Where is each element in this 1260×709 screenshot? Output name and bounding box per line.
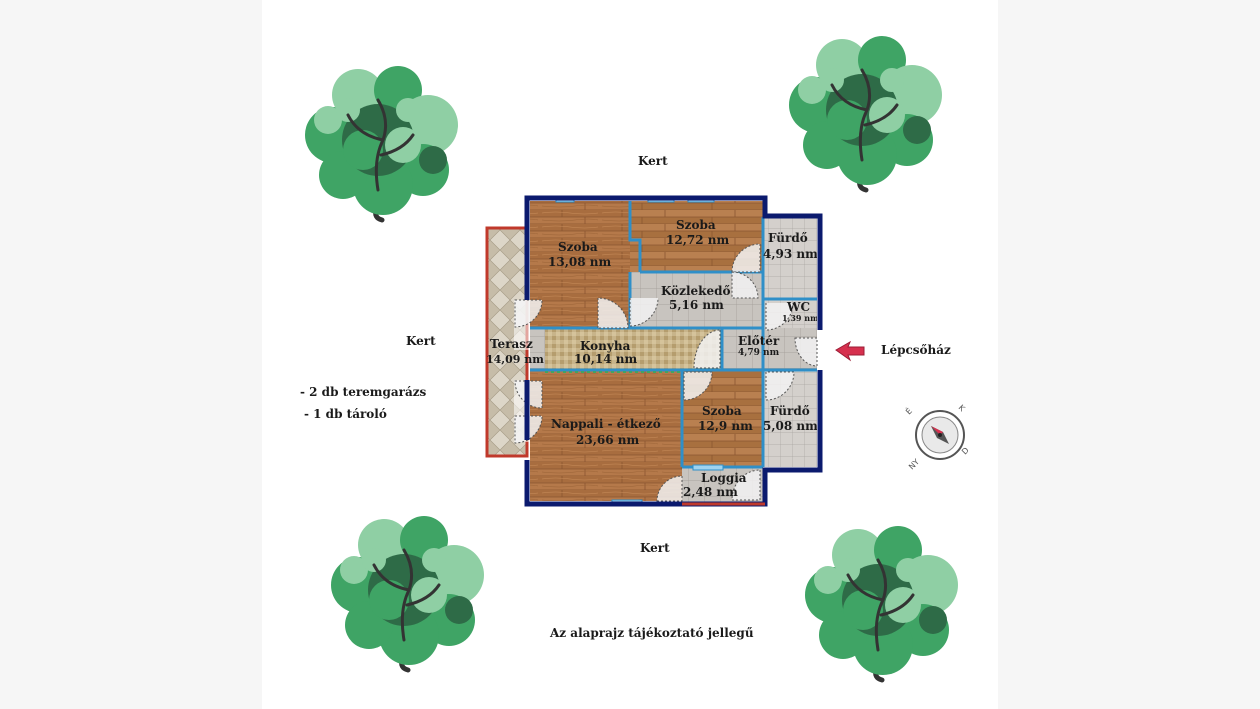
compass-east-label: K xyxy=(957,403,968,414)
room-eloter-name: Előtér xyxy=(738,334,780,348)
garden-label-top: Kert xyxy=(638,154,668,168)
compass-west-label: NY xyxy=(907,457,921,471)
stairwell-label: Lépcsőház xyxy=(881,343,951,357)
tree-icon xyxy=(805,526,958,683)
garden-label-left: Kert xyxy=(406,334,436,348)
room-szoba-3-name: Szoba xyxy=(702,404,742,418)
left-margin-panel xyxy=(0,0,262,709)
room-konyha-area: 10,14 nm xyxy=(574,352,638,366)
tree-icon xyxy=(331,516,484,673)
right-margin-panel xyxy=(998,0,1260,709)
compass-icon xyxy=(915,410,965,460)
room-szoba-2-area: 12,72 nm xyxy=(666,233,730,247)
room-szoba-1-area: 13,08 nm xyxy=(548,255,612,269)
room-terasz-name: Terasz xyxy=(490,337,533,351)
door-swings xyxy=(514,243,818,502)
room-kozlekedo-name: Közlekedő xyxy=(661,284,731,298)
compass-north-label: É xyxy=(903,405,914,416)
room-furdo-2-name: Fürdő xyxy=(770,404,810,418)
room-eloter-area: 4,79 nm xyxy=(738,348,780,358)
room-konyha-name: Konyha xyxy=(580,339,631,353)
tree-icon xyxy=(789,36,942,193)
room-loggia-area: 2,48 nm xyxy=(683,485,738,499)
garden-label-bottom: Kert xyxy=(640,541,670,555)
tree-icon xyxy=(305,66,458,223)
room-wc-area: 1,39 nm xyxy=(782,313,817,323)
note-garage: - 2 db teremgarázs xyxy=(300,385,427,399)
note-storage: - 1 db tároló xyxy=(304,407,387,421)
room-terasz-area: 14,09 nm xyxy=(486,353,544,366)
room-nappali-area: 23,66 nm xyxy=(576,433,640,447)
room-szoba-3-area: 12,9 nm xyxy=(698,419,753,433)
room-szoba-1-name: Szoba xyxy=(558,240,598,254)
compass-south-label: D xyxy=(960,446,971,457)
room-wc-name: WC xyxy=(787,300,811,314)
room-furdo-2-area: 5,08 nm xyxy=(763,419,817,433)
room-szoba-2-name: Szoba xyxy=(676,218,716,232)
room-kozlekedo-area: 5,16 nm xyxy=(669,298,724,312)
room-furdo-1-area: 4,93 nm xyxy=(763,247,817,261)
room-furdo-1-name: Fürdő xyxy=(768,231,808,245)
disclaimer-text: Az alaprajz tájékoztató jellegű xyxy=(550,626,754,640)
room-nappali-name: Nappali - étkező xyxy=(551,417,661,431)
entrance-arrow-icon xyxy=(835,340,865,362)
room-loggia-name: Loggia xyxy=(701,471,747,485)
